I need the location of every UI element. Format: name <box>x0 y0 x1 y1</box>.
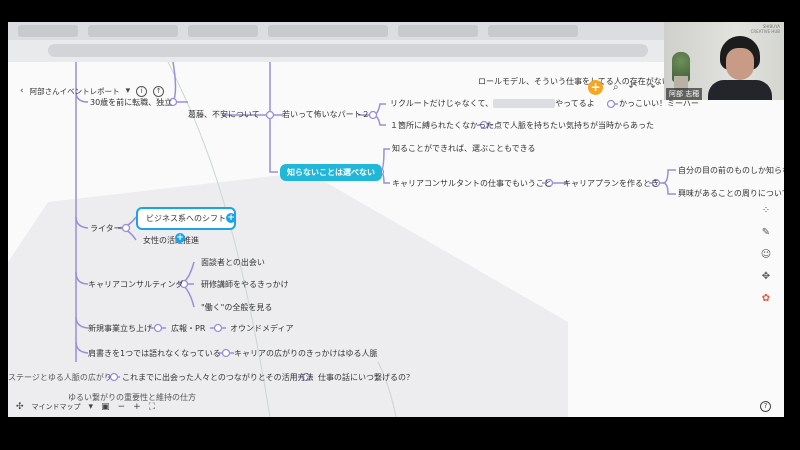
node-recruit-text-a: リクルートだけじゃなくて、 <box>390 99 494 108</box>
node-shireba[interactable]: 知ることができれば、選ぶこともできる <box>392 144 536 153</box>
chevron-down-icon[interactable]: ▾ <box>88 402 94 412</box>
redacted-text <box>493 99 556 108</box>
webcam-overlay: SHIBUYA CREATIVE HUB 阿部 志穂 <box>664 22 784 100</box>
help-icon[interactable]: ? <box>760 401 771 412</box>
browser-tab[interactable] <box>398 25 478 37</box>
address-bar[interactable] <box>48 44 648 57</box>
browser-tabstrip <box>8 22 784 40</box>
mindmap-canvas[interactable] <box>8 62 784 417</box>
redo-icon[interactable]: ↷ <box>647 82 656 93</box>
grid-icon[interactable]: ⁘ <box>761 205 771 216</box>
browser-tab[interactable] <box>18 25 78 37</box>
node-rolemodel[interactable]: ロールモデル、そういう仕事をしてる人の存在がない <box>478 77 670 86</box>
zoom-in-button[interactable]: + <box>133 402 141 412</box>
info-icon[interactable]: i <box>136 85 148 97</box>
presentation-icon[interactable]: ▣ <box>101 402 110 412</box>
doc-title[interactable]: 阿部さんイベントレポート <box>29 86 120 96</box>
node-writer[interactable]: ライター <box>90 224 122 233</box>
node-one-place[interactable]: １箇所に縛られたくなかった <box>390 121 494 130</box>
pen-icon[interactable]: ✎ <box>761 227 771 238</box>
node-shigoto[interactable]: 仕事の話にいつ繋げるの？ <box>318 373 414 382</box>
add-sibling-icon[interactable]: + <box>175 233 185 243</box>
node-30-career[interactable]: 30歳を前に転職、独立 <box>90 98 173 107</box>
background-shape <box>8 62 568 417</box>
node-stage[interactable]: ステージとゆる人脈の広がり <box>8 373 112 382</box>
node-hirogari[interactable]: キャリアの広がりのきっかけはゆる人脈 <box>234 349 378 358</box>
node-dots[interactable]: 点で人脈を持ちたい気持ちが当時からあった <box>494 121 654 130</box>
node-recruit[interactable]: リクルートだけじゃなくて、 やってるよ <box>390 98 595 109</box>
add-icon[interactable]: + <box>588 80 603 95</box>
mindmap-app: ロールモデル、そういう仕事をしてる人の存在がない 30歳を前に転職、独立 葛藤、… <box>8 22 784 417</box>
node-young-part2[interactable]: 若いって怖いなパート２ <box>282 110 370 119</box>
right-toolbar: ⁘ ✎ ☺ ✥ ✿ <box>760 205 772 305</box>
node-career-plan[interactable]: キャリアプランを作るとき <box>563 179 659 188</box>
node-shiranai[interactable]: 知らないことは選べない <box>280 164 382 181</box>
node-career-consulting[interactable]: キャリアコンサルティング <box>88 280 184 289</box>
node-kakkoii[interactable]: かっこいい！ミーハー <box>619 99 699 108</box>
node-mensetsu[interactable]: 面談者との出会い <box>201 258 265 267</box>
node-korema[interactable]: これまでに出会った人々とのつながりとその活用方法 <box>122 373 314 382</box>
node-yurui[interactable]: ゆるい繋がりの重要性と維持の仕方 <box>68 393 196 402</box>
node-recruit-text-b: やってるよ <box>555 99 595 108</box>
browser-tab[interactable] <box>488 25 578 37</box>
fit-screen-icon[interactable]: ⛶ <box>148 402 155 412</box>
presenter-face <box>726 48 754 80</box>
undo-icon[interactable]: ↶ <box>628 82 637 93</box>
search-icon[interactable]: ⌕ <box>613 82 619 93</box>
node-katagaki[interactable]: 肩書きを1つでは語れなくなっている <box>88 349 221 358</box>
back-arrow-icon[interactable]: ‹ <box>20 86 24 96</box>
top-toolbar: + ⌕ ↶ ↷ <box>588 80 655 95</box>
node-biz-shift[interactable]: ビジネス系へのシフト <box>136 207 236 230</box>
presenter-name: 阿部 志穂 <box>666 88 703 100</box>
node-owned[interactable]: オウンドメディア <box>230 324 294 333</box>
node-jibun[interactable]: 自分の目の前のものしか知らない <box>678 166 784 175</box>
add-child-icon[interactable]: + <box>226 213 236 223</box>
node-kouhou[interactable]: 広報・PR <box>171 324 206 333</box>
plant <box>672 52 690 82</box>
node-kyoumi[interactable]: 興味があることの周りについて調べる <box>678 189 784 198</box>
node-shinki[interactable]: 新規事業立ち上げ <box>88 324 152 333</box>
mode-label[interactable]: マインドマップ <box>31 403 81 411</box>
cloud-upload-icon[interactable]: ↑ <box>153 85 165 97</box>
color-palette-icon[interactable]: ✿ <box>761 293 771 304</box>
expand-icon[interactable]: ✥ <box>761 271 771 282</box>
node-hataraku[interactable]: "働く"の全般を見る <box>201 303 273 312</box>
chevron-down-icon[interactable]: ▾ <box>125 86 131 96</box>
mindmap-mode-icon[interactable]: ✣ <box>16 402 24 412</box>
wall-sign: SHIBUYA CREATIVE HUB <box>750 24 780 34</box>
plant-pot <box>674 76 688 90</box>
bottom-toolbar: ✣ マインドマップ ▾ ▣ − + ⛶ <box>16 399 155 415</box>
node-josei[interactable]: 女性の活躍推進 <box>143 236 199 245</box>
presenter-shirt <box>708 80 772 100</box>
node-career-work[interactable]: キャリアコンサルタントの仕事でもいうこと <box>392 179 552 188</box>
browser-tab[interactable] <box>88 25 178 37</box>
node-kenshu[interactable]: 研修講師をやるきっかけ <box>201 280 289 289</box>
browser-tab[interactable] <box>188 25 258 37</box>
node-kattou[interactable]: 葛藤、不安について <box>188 110 260 119</box>
sticker-icon[interactable]: ☺ <box>760 249 772 260</box>
browser-chrome <box>8 22 784 62</box>
zoom-out-button[interactable]: − <box>117 402 126 412</box>
doc-header: ‹ 阿部さんイベントレポート ▾ i ↑ <box>20 84 165 98</box>
browser-tab[interactable] <box>268 25 388 37</box>
